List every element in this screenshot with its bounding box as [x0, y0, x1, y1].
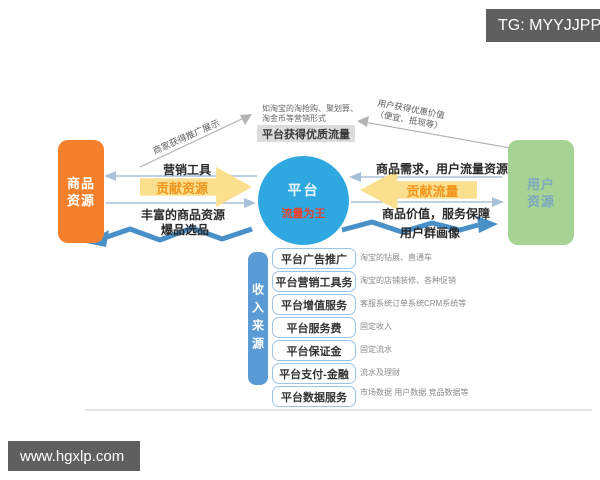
user-benefit-diagonal-label: 用户获得优惠价值 （便宜、抵现等）: [375, 98, 446, 133]
contribute-resources-label: 贡献资源: [155, 180, 208, 196]
rich-product-resources-label: 丰富的商品资源: [141, 208, 226, 222]
revenue-item-deposit: 平台保证金: [272, 340, 356, 361]
revenue-item-payment-finance: 平台支付-金融: [272, 363, 356, 384]
merchant-promotion-diagonal-label: 商家获得推广展示: [151, 117, 222, 157]
taobao-marketing-note: 如淘宝的淘抢购、聚划算、淘金币等营销形式: [262, 104, 358, 123]
platform-traffic-banner: 平台获得优质流量: [257, 125, 355, 142]
revenue-item-data-service: 平台数据服务: [272, 386, 356, 407]
telegram-watermark: TG: MYYJJPP: [486, 9, 600, 42]
revenue-item-service-fee: 平台服务费: [272, 317, 356, 338]
contribute-traffic-label: 贡献流量: [406, 183, 459, 199]
revenue-item-ads: 平台广告推广: [272, 248, 356, 269]
hot-product-selection-label: 爆品选品: [161, 223, 210, 237]
user-resources-label: 用户资源: [526, 176, 555, 209]
left-diagonal-arrow: [139, 114, 252, 168]
revenue-note-data-service: 市场数据 用户数据 竞品数据等: [360, 388, 469, 397]
revenue-note-value-added: 客服系统订单系统CRM系统等: [360, 299, 467, 308]
revenue-item-value-added: 平台增值服务: [272, 294, 356, 315]
product-value-label: 商品价值，服务保障: [382, 207, 491, 221]
revenue-item-marketing-tools: 平台营销工具务: [272, 271, 356, 292]
marketing-tools-label: 营销工具: [163, 163, 212, 177]
revenue-note-ads: 淘宝的钻展、直通车: [360, 253, 432, 262]
product-resources-label: 商品资源: [66, 175, 95, 208]
product-demand-label: 商品需求，用户流量资源: [376, 162, 509, 176]
revenue-source-vertical-box: 收入来源: [248, 252, 268, 385]
platform-circle-node: 平台 流量为王: [258, 156, 349, 245]
platform-subtitle: 流量为王: [281, 208, 326, 220]
revenue-note-marketing-tools: 淘宝的店铺装修、各种促销: [360, 276, 456, 285]
platform-title: 平台: [287, 182, 320, 198]
revenue-note-deposit: 固定流水: [360, 345, 392, 354]
product-resources-node: 商品资源: [58, 140, 104, 243]
user-profile-label: 用户群画像: [400, 226, 461, 240]
revenue-note-payment-finance: 流水及理财: [360, 368, 400, 377]
website-watermark: www.hgxlp.com: [8, 441, 140, 471]
revenue-note-service-fee: 固定收入: [360, 322, 392, 331]
user-resources-node: 用户资源: [508, 140, 574, 245]
